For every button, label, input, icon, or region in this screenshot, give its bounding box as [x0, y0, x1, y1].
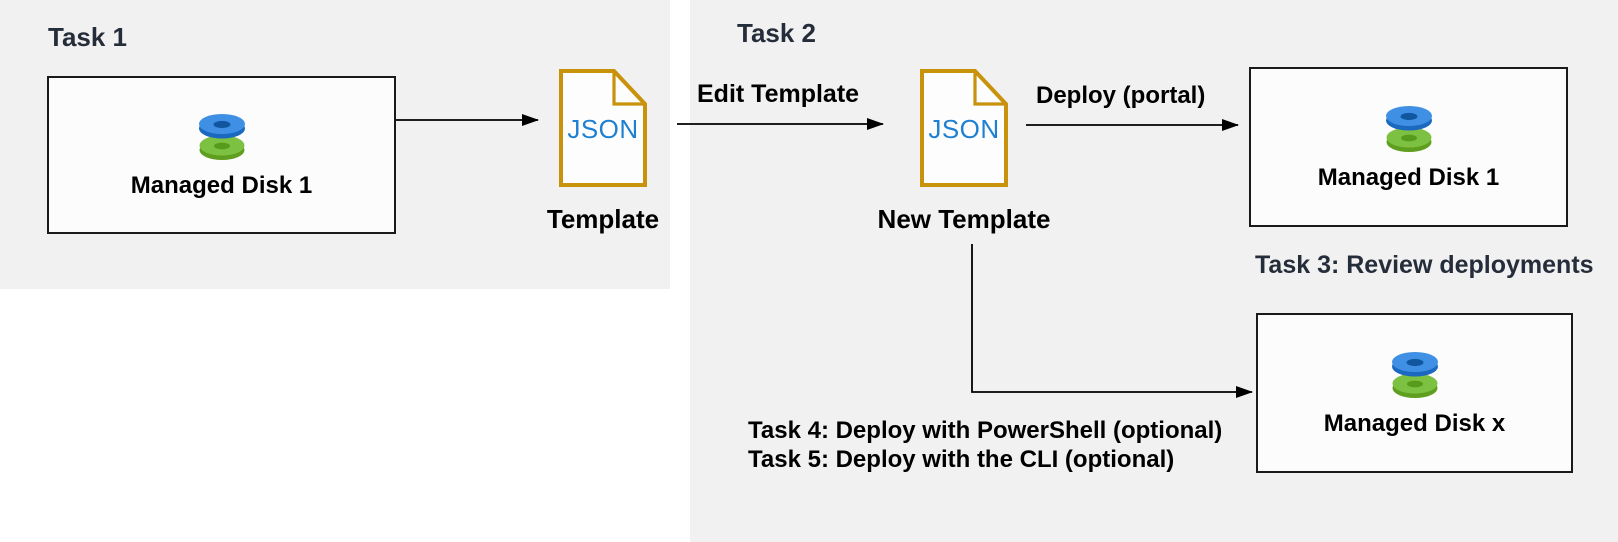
managed-disk-icon — [198, 113, 245, 160]
template-label: Template — [546, 204, 660, 234]
json-file-text: JSON — [567, 114, 638, 144]
managed-disk-1-deployed-box: Managed Disk 1 — [1249, 67, 1568, 227]
managed-disk-1-source-box: Managed Disk 1 — [47, 76, 396, 234]
deploy-portal-label: Deploy (portal) — [1036, 82, 1206, 109]
managed-disk-1-source-label: Managed Disk 1 — [130, 171, 313, 199]
managed-disk-x-box: Managed Disk x — [1256, 313, 1573, 473]
managed-disk-1-deployed-label: Managed Disk 1 — [1317, 163, 1500, 191]
managed-disk-x-label: Managed Disk x — [1323, 409, 1506, 437]
task4-annotation: Task 4: Deploy with PowerShell (optional… — [748, 417, 1223, 444]
task1-heading: Task 1 — [48, 22, 128, 52]
new-template-label: New Template — [877, 204, 1051, 234]
new-template-file-node: JSON New Template — [874, 68, 1054, 234]
json-file-icon: JSON — [559, 69, 647, 187]
task3-annotation: Task 3: Review deployments — [1255, 251, 1594, 279]
managed-disk-icon — [1385, 105, 1432, 152]
edit-template-label: Edit Template — [697, 80, 860, 108]
template-file-node: JSON Template — [513, 68, 693, 234]
task5-annotation: Task 5: Deploy with the CLI (optional) — [748, 446, 1175, 473]
json-file-text: JSON — [928, 114, 999, 144]
task2-heading: Task 2 — [737, 18, 817, 48]
json-file-icon: JSON — [920, 69, 1008, 187]
managed-disk-icon — [1391, 351, 1438, 398]
